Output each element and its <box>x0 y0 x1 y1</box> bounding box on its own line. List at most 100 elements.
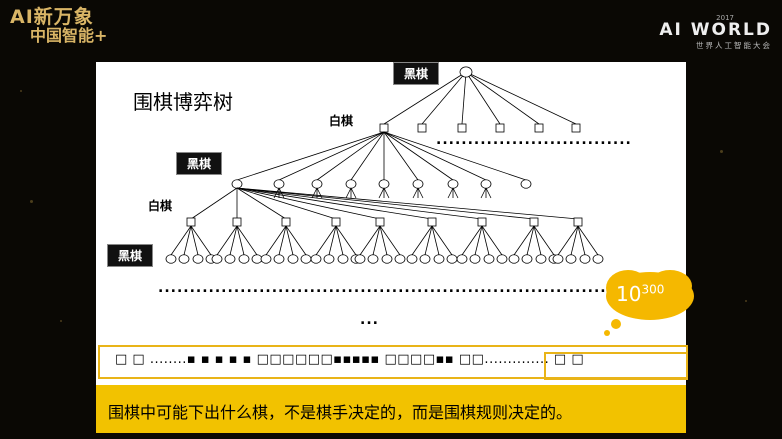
tree-node-black <box>231 179 243 189</box>
tree-node-white <box>534 123 544 133</box>
tree-edge <box>335 225 344 256</box>
tree-edge <box>236 187 433 220</box>
tree-edge <box>461 225 483 256</box>
ai-xin-wanxiang-logo: AI新万象 中国智能+ <box>10 7 107 45</box>
tree-edge <box>465 71 501 125</box>
tree-node-black <box>337 254 349 264</box>
logo-brand: AI WORLD <box>659 20 772 40</box>
tree-node-black <box>273 254 285 264</box>
tree-edge <box>372 225 381 256</box>
caption-banner: 围棋中可能下出什么棋，不是棋手决定的，而是围棋规则决定的。 <box>96 385 686 433</box>
tree-edge <box>480 187 487 199</box>
tree-edge <box>557 225 579 256</box>
tree-edge <box>383 131 527 181</box>
tree-edge <box>285 225 294 256</box>
slide-title: 围棋博弈树 <box>133 90 233 114</box>
tree-edge <box>378 187 385 199</box>
tree-edge <box>577 225 599 256</box>
tree-node-white <box>571 123 581 133</box>
tree-node-black <box>456 254 468 264</box>
tree-node-black <box>483 254 495 264</box>
tree-edge <box>236 187 579 220</box>
tree-node-black <box>552 254 564 264</box>
tree-edge <box>315 225 337 256</box>
tree-edge <box>481 225 503 256</box>
tree-edge <box>424 225 433 256</box>
tree-node-white <box>417 123 427 133</box>
tree-node-black <box>378 179 390 189</box>
tree-edge <box>236 187 287 220</box>
tree-node-black <box>367 254 379 264</box>
tree-edge <box>412 187 419 199</box>
tree-edge <box>513 225 535 256</box>
tree-node-black <box>459 66 473 78</box>
label-white-2: 白棋 <box>148 199 173 213</box>
tree-edge <box>350 187 357 199</box>
tree-edge <box>170 225 192 256</box>
tree-node-black <box>323 254 335 264</box>
tree-node-black <box>508 254 520 264</box>
tree-node-black <box>496 254 508 264</box>
sparkle-decoration <box>20 90 22 92</box>
sparkle-decoration <box>745 300 747 302</box>
label-white-1: 白棋 <box>329 114 354 128</box>
ellipsis-right: ............................... <box>436 132 632 148</box>
tree-node-black <box>310 254 322 264</box>
tree-node-white <box>427 217 437 227</box>
tree-node-black <box>406 254 418 264</box>
tree-edge <box>481 225 490 256</box>
tree-edge <box>526 225 535 256</box>
tree-node-black <box>178 254 190 264</box>
tree-edge <box>236 187 381 220</box>
tree-edge <box>379 225 401 256</box>
tree-edge <box>236 187 337 220</box>
tree-edge <box>216 225 238 256</box>
tree-edge <box>417 187 424 199</box>
tree-edge <box>431 225 440 256</box>
label-black-top: 黑棋 <box>393 62 440 85</box>
tree-node-black <box>419 254 431 264</box>
tree-node-white <box>379 123 389 133</box>
caption-text: 围棋中可能下出什么棋，不是棋手决定的，而是围棋规则决定的。 <box>108 403 573 422</box>
tree-node-white <box>375 217 385 227</box>
tree-node-white <box>529 217 539 227</box>
tree-edge <box>411 225 433 256</box>
bubble-exponent: 300 <box>641 282 665 297</box>
tree-edge <box>190 225 212 256</box>
tree-node-black <box>273 179 285 189</box>
move-strip-highlight <box>544 352 688 380</box>
tree-edge <box>383 131 419 181</box>
tree-node-white <box>457 123 467 133</box>
logo-year: 2017 <box>716 14 734 22</box>
tree-edge <box>285 225 307 256</box>
tree-edge <box>265 225 287 256</box>
tree-edge <box>465 71 577 125</box>
tree-node-black <box>300 254 312 264</box>
tree-node-black <box>412 179 424 189</box>
label-black-2: 黑棋 <box>176 152 223 175</box>
tree-node-black <box>469 254 481 264</box>
tree-node-white <box>281 217 291 227</box>
tree-node-black <box>192 254 204 264</box>
ellipsis-long: ........................................… <box>158 280 689 296</box>
tree-edge <box>311 187 318 199</box>
tree-node-black <box>394 254 406 264</box>
tree-node-black <box>480 179 492 189</box>
tree-edge <box>383 71 467 125</box>
tree-edge <box>379 225 388 256</box>
tree-node-white <box>232 217 242 227</box>
tree-edge <box>278 131 385 181</box>
tree-edge <box>190 225 199 256</box>
tree-edge <box>431 225 453 256</box>
tree-edge <box>485 187 492 199</box>
tree-node-black <box>238 254 250 264</box>
tree-edge <box>229 225 238 256</box>
tree-edge <box>383 131 487 181</box>
tree-edge <box>421 71 467 125</box>
tree-edge <box>236 187 535 220</box>
tree-edge <box>236 131 385 181</box>
tree-edge <box>447 187 454 199</box>
sparkle-decoration <box>60 320 62 322</box>
tree-edge <box>474 225 483 256</box>
tree-node-black <box>381 254 393 264</box>
